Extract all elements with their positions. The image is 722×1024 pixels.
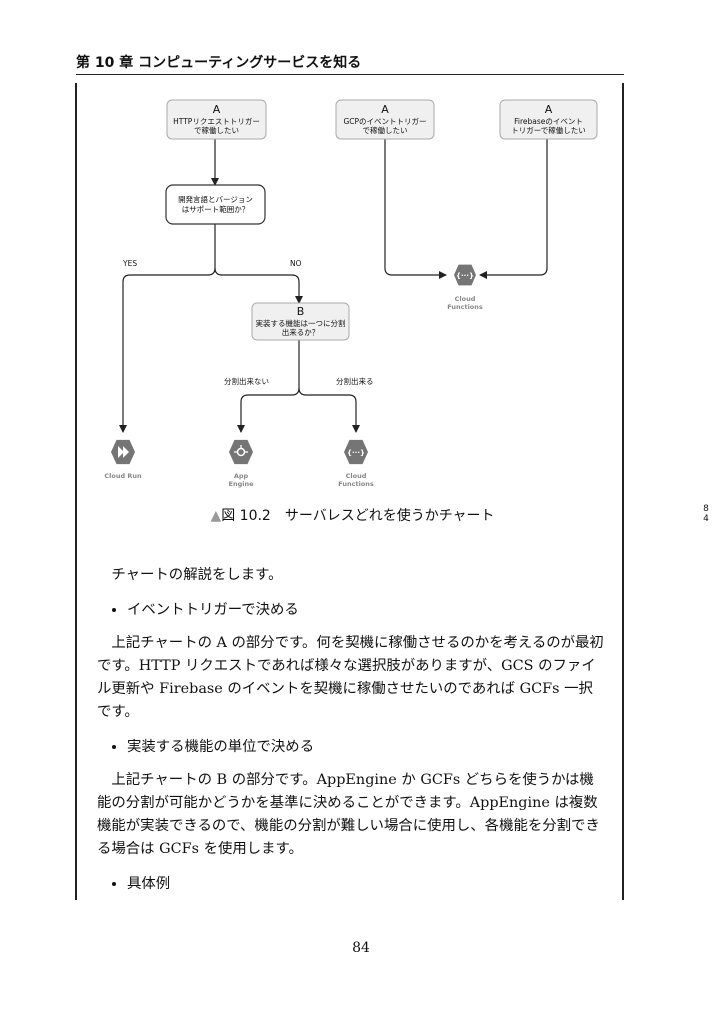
svg-text:で稼働したい: で稼働したい [194,125,239,135]
cloud-functions-icon: {···} [454,264,476,286]
edge-gcp-to-functions [384,139,447,279]
edge-label-no: NO [290,259,302,268]
svg-text:はサポート範囲か？: はサポート範囲か？ [182,204,250,214]
service-cloud-functions-top: {···} Cloud Functions [447,264,483,311]
caption-marker: ▲ [210,508,222,524]
svg-text:Firebaseのイベント: Firebaseのイベント [514,117,583,126]
cloud-run-icon [111,439,135,465]
flowchart-edges [119,139,548,433]
svg-text:A: A [381,103,389,116]
node-gcp-trigger: A GCPのイベントトリガー で稼働したい [335,99,435,140]
node-language-question: 開発言語とバージョン はサポート範囲か？ [165,184,266,225]
margin-note: 8 4 [703,504,709,524]
node-http-trigger: A HTTPリクエストトリガー で稼働したい [166,99,267,140]
svg-text:開発言語とバージョン: 開発言語とバージョン [178,194,253,204]
svg-text:A: A [545,103,553,116]
svg-text:トリガーで稼働したい: トリガーで稼働したい [511,125,586,135]
page-number: 84 [352,940,370,956]
app-engine-icon [229,439,253,465]
caption-text: 図 10.2 サーバレスどれを使うかチャート [221,508,495,524]
svg-text:App: App [234,472,249,480]
bullet-list-3: 具体例 [97,873,605,896]
svg-text:で稼働したい: で稼働したい [363,125,408,135]
svg-text:{···}: {···} [347,449,365,457]
edge-label-cannot-split: 分割出来ない [224,376,269,386]
intro-paragraph: チャートの解説をします。 [111,567,283,583]
edge-label-yes: YES [122,259,137,268]
frame-left-rule [75,83,77,900]
svg-text:実装する機能は一つに分割: 実装する機能は一つに分割 [256,318,346,328]
paragraph-b: 上記チャートの B の部分です。AppEngine か GCFs どちらを使うか… [97,772,600,857]
edge-cannot-split [237,387,300,433]
edge-no [214,267,303,304]
edge-yes [119,267,216,433]
serverless-flowchart: A HTTPリクエストトリガー で稼働したい A GCPのイベントトリガー で稼… [104,99,598,488]
svg-text:A: A [213,103,221,116]
figure-caption: ▲図 10.2 サーバレスどれを使うかチャート [80,505,625,525]
edge-can-split [298,387,360,433]
svg-text:Cloud: Cloud [455,295,476,303]
service-cloud-functions-bottom: {···} Cloud Functions [338,439,374,488]
bullet-event-trigger: イベントトリガーで決める [127,599,605,622]
svg-text:Cloud: Cloud [346,472,367,480]
edge-label-can-split: 分割出来る [336,376,374,386]
edge-firebase-to-functions [479,139,548,279]
bullet-list-1: イベントトリガーで決める [97,599,605,622]
svg-text:{···}: {···} [456,272,474,280]
node-firebase-trigger: A Firebaseのイベント トリガーで稼働したい [499,99,598,140]
svg-text:Engine: Engine [229,480,255,488]
cloud-functions-icon: {···} [344,439,368,465]
paragraph-a: 上記チャートの A の部分です。何を契機に稼働させるのかを考えるのが最初です。H… [97,635,604,720]
frame-right-rule [622,83,624,900]
svg-text:Functions: Functions [447,303,483,311]
svg-text:HTTPリクエストトリガー: HTTPリクエストトリガー [173,116,260,126]
service-app-engine: App Engine [229,439,255,488]
svg-text:GCPのイベントトリガー: GCPのイベントトリガー [343,116,426,126]
bullet-list-2: 実装する機能の単位で決める [97,736,605,759]
bullet-function-unit: 実装する機能の単位で決める [127,736,605,759]
bullet-examples: 具体例 [127,873,605,896]
svg-text:出来るか？: 出来るか？ [282,327,320,337]
svg-text:B: B [297,305,305,318]
body-text: チャートの解説をします。 イベントトリガーで決める 上記チャートの A の部分で… [97,564,605,906]
svg-text:Cloud Run: Cloud Run [104,472,142,480]
service-cloud-run: Cloud Run [104,439,142,480]
node-split-question: B 実装する機能は一つに分割 出来るか？ [251,302,350,341]
chapter-header: 第 10 章 コンピューティングサービスを知る [76,52,624,75]
svg-text:Functions: Functions [338,480,374,488]
